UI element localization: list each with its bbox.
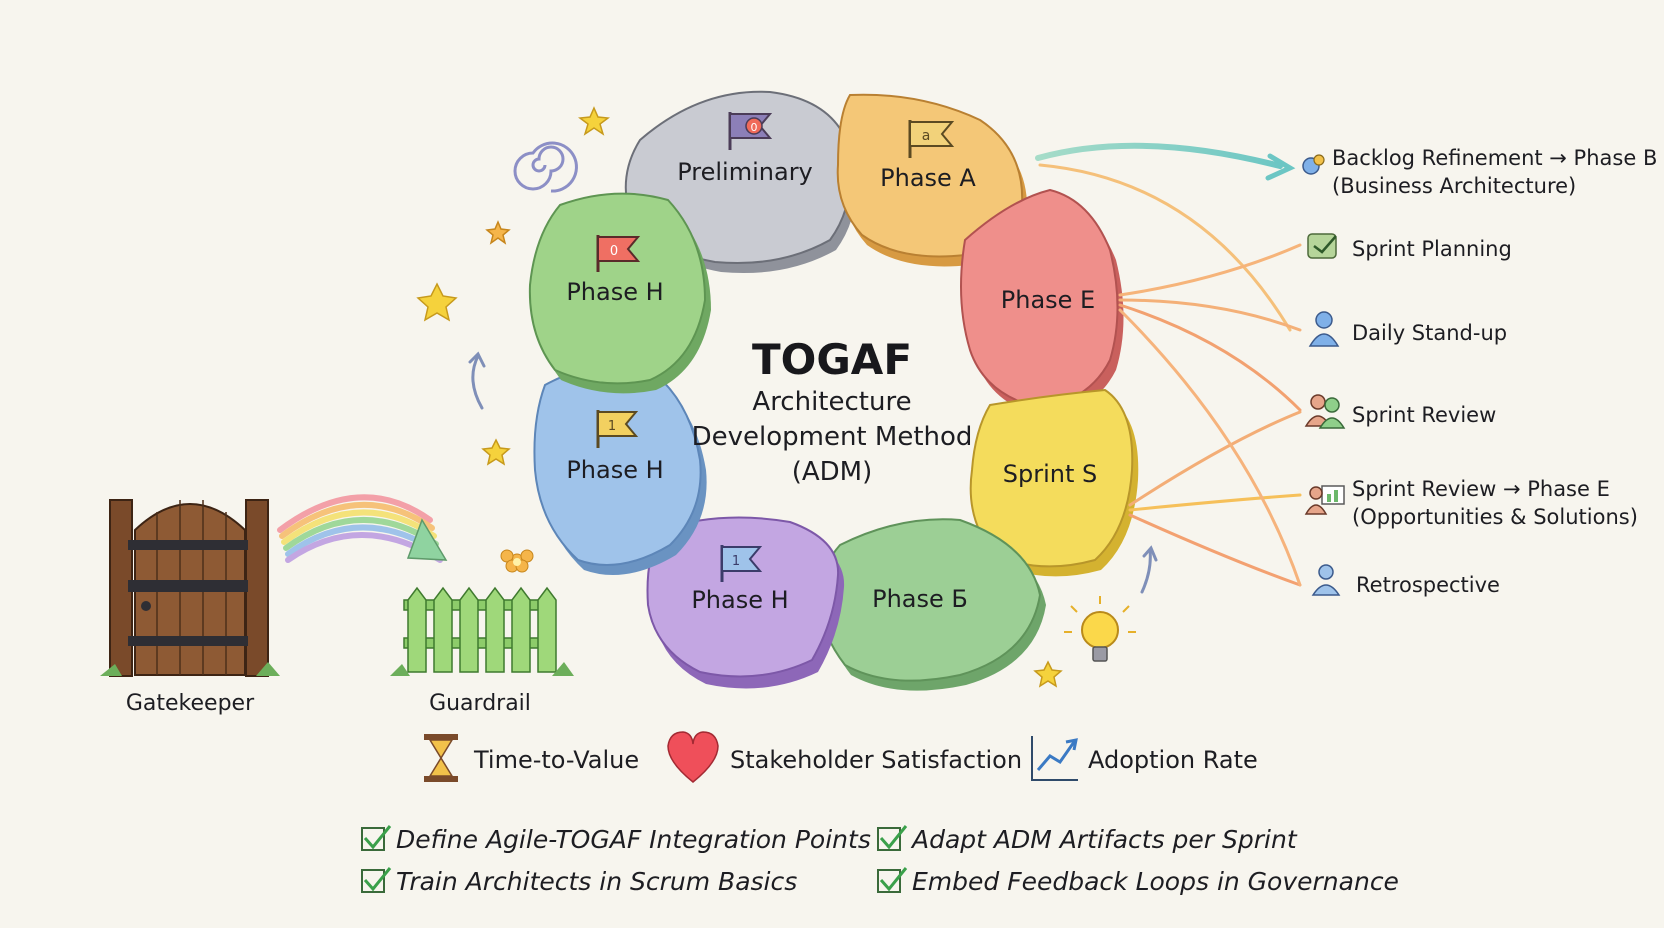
stone-phase-h-purple[interactable]: 1 Phase H <box>646 516 845 689</box>
stone-label: Phase H <box>691 586 788 614</box>
checklist-label: Adapt ADM Artifacts per Sprint <box>910 825 1298 854</box>
trend-chart-icon <box>1031 736 1078 781</box>
scrum-event-sublabel: (Business Architecture) <box>1332 174 1576 198</box>
metric-stakeholder-satisfaction: Stakeholder Satisfaction <box>667 731 1022 783</box>
checklist-item[interactable]: Define Agile-TOGAF Integration Points <box>361 825 871 854</box>
checklist-item[interactable]: Train Architects in Scrum Basics <box>361 867 797 896</box>
star-icon <box>1033 660 1063 688</box>
checklist-item[interactable]: Adapt ADM Artifacts per Sprint <box>877 825 1298 854</box>
flag-mark: 0 <box>610 244 618 259</box>
flower-icon <box>500 549 534 573</box>
stone-label: Phase E <box>1001 286 1095 314</box>
scrum-event-label: Sprint Planning <box>1352 237 1512 261</box>
team-icon <box>1304 394 1346 429</box>
stone-label: Phase Б <box>872 585 968 613</box>
cycle-arrow-icon <box>1140 545 1158 594</box>
center-subtitle-2: Development Method <box>692 422 973 452</box>
scrum-event-label: Backlog Refinement → Phase B <box>1332 146 1657 170</box>
metric-time-to-value: Time-to-Value <box>424 734 639 782</box>
flag-mark: 0 <box>751 121 758 134</box>
checkbox-checked-icon <box>361 825 392 851</box>
lightbulb-icon <box>1064 596 1136 662</box>
checklist-label: Define Agile-TOGAF Integration Points <box>396 825 871 854</box>
scrum-event-daily-standup[interactable]: Daily Stand-up <box>1308 311 1507 347</box>
guardrail-label: Guardrail <box>429 691 531 716</box>
scrum-event-label: Sprint Review → Phase E <box>1352 477 1610 501</box>
checklist-item[interactable]: Embed Feedback Loops in Governance <box>877 867 1399 896</box>
checkbox-checked-icon <box>877 867 908 893</box>
checklist-label: Embed Feedback Loops in Governance <box>912 867 1399 896</box>
spiral-icon <box>513 141 578 193</box>
flag-icon: 1 <box>720 545 763 582</box>
presentation-icon <box>1304 485 1345 515</box>
scrum-event-label: Daily Stand-up <box>1352 321 1507 345</box>
flag-icon: 0 <box>596 235 641 272</box>
stone-sprint-s[interactable]: Sprint S <box>969 388 1139 577</box>
rainbow-arrow-icon <box>277 494 448 563</box>
metric-label: Adoption Rate <box>1088 746 1258 774</box>
scrum-event-sublabel: (Opportunities & Solutions) <box>1352 505 1638 529</box>
planning-icon <box>1307 233 1337 259</box>
flag-icon: 1 <box>596 410 639 448</box>
checkbox-checked-icon <box>877 825 908 851</box>
stone-phase-a[interactable]: a Phase A <box>836 93 1028 267</box>
stone-phase-h-green[interactable]: 0 Phase H <box>528 192 711 394</box>
star-icon <box>485 220 511 245</box>
green-fence-icon <box>390 549 574 676</box>
person-icon <box>1311 564 1341 596</box>
star-icon <box>481 438 511 466</box>
checklist-label: Train Architects in Scrum Basics <box>396 867 797 896</box>
stone-label: Sprint S <box>1003 460 1098 488</box>
scrum-event-label: Sprint Review <box>1352 403 1496 427</box>
stone-phase-h-blue[interactable]: 1 Phase H <box>533 364 707 575</box>
scrum-event-sprint-review-phase-e[interactable]: Sprint Review → Phase E (Opportunities &… <box>1304 477 1638 529</box>
checkbox-checked-icon <box>361 867 392 893</box>
flag-icon: a <box>908 120 955 158</box>
center-subtitle-1: Architecture <box>752 387 911 417</box>
metric-label: Stakeholder Satisfaction <box>730 746 1022 774</box>
flag-icon: 0 <box>728 112 773 150</box>
center-subtitle-3: (ADM) <box>792 457 873 487</box>
stone-phase-b-cyrillic[interactable]: Phase Б <box>818 518 1046 691</box>
stone-label: Preliminary <box>677 158 813 186</box>
notes-icon <box>1302 154 1325 175</box>
wooden-gate-icon <box>100 499 280 677</box>
stone-phase-e[interactable]: Phase E <box>960 188 1124 418</box>
flow-arrows <box>1035 142 1302 587</box>
flag-mark: 1 <box>608 419 616 434</box>
flag-mark: 1 <box>732 554 740 569</box>
gatekeeper-label: Gatekeeper <box>126 691 255 716</box>
star-icon <box>578 106 610 136</box>
heart-icon <box>667 731 719 783</box>
scrum-event-backlog-refinement[interactable]: Backlog Refinement → Phase B (Business A… <box>1302 146 1657 198</box>
cycle-arrow-icon <box>468 351 486 410</box>
stone-label: Phase H <box>566 278 663 306</box>
star-icon <box>416 282 458 322</box>
metric-label: Time-to-Value <box>473 746 639 774</box>
hourglass-icon <box>424 734 458 782</box>
person-icon <box>1308 311 1340 347</box>
scrum-event-sprint-review[interactable]: Sprint Review <box>1304 394 1496 429</box>
scrum-event-sprint-planning[interactable]: Sprint Planning <box>1307 233 1512 261</box>
scrum-event-label: Retrospective <box>1356 573 1500 597</box>
scrum-event-retrospective[interactable]: Retrospective <box>1311 564 1500 597</box>
flag-mark: a <box>922 128 931 144</box>
center-title: TOGAF <box>752 335 912 384</box>
stone-label: Phase H <box>566 456 663 484</box>
stone-label: Phase A <box>880 164 976 192</box>
metric-adoption-rate: Adoption Rate <box>1031 736 1258 781</box>
